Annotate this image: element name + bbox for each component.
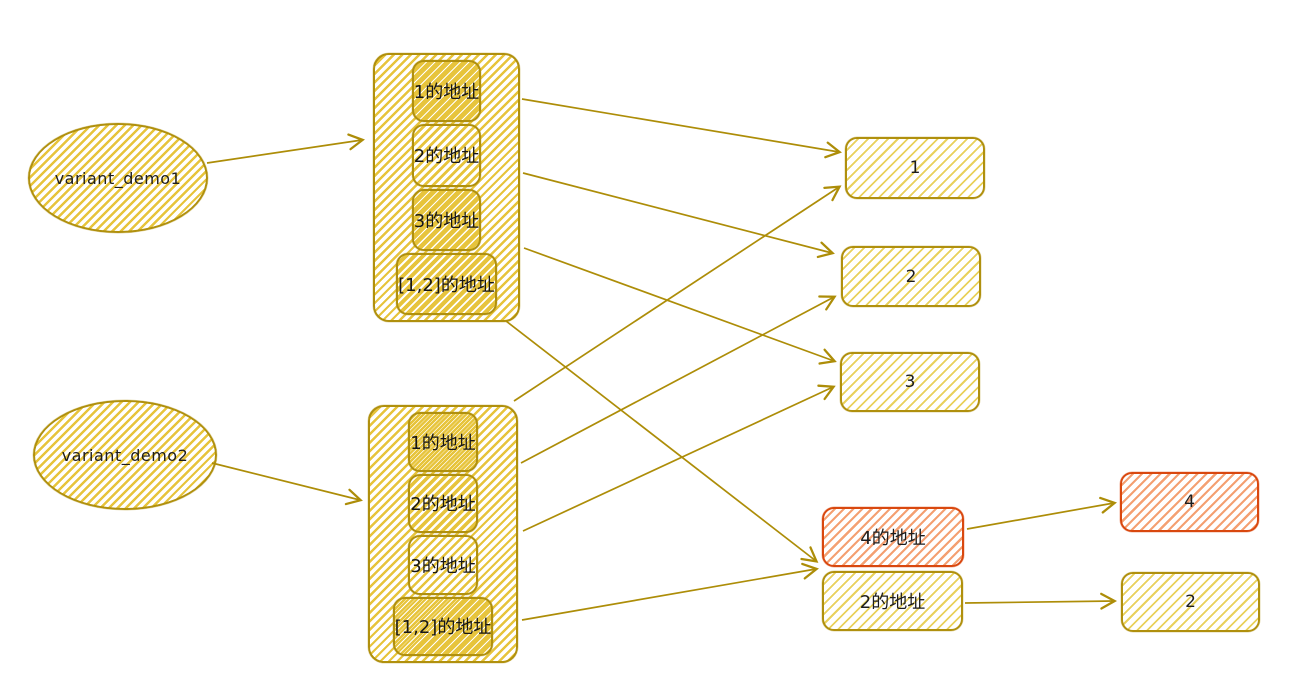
value-box-2b-label: 2	[1185, 592, 1196, 612]
ellipse-variant-demo1-label: variant_demo1	[54, 168, 182, 188]
stack2-row1-label: 1的地址	[410, 432, 476, 454]
value-box-2b[interactable]: 2	[1121, 572, 1260, 632]
value-box-1-label: 1	[909, 158, 921, 178]
stack1-row-addr-of-1[interactable]: 1的地址	[411, 60, 482, 123]
list-cell-addr-of-4-label: 4的地址	[860, 528, 926, 549]
stack1-row1-label: 1的地址	[413, 82, 480, 104]
list-cell-addr-of-2-label: 2的地址	[859, 592, 926, 613]
stack2-row-addr-of-1[interactable]: 1的地址	[408, 412, 478, 472]
ellipse-variant-demo2-label: variant_demo2	[61, 445, 189, 465]
stack2-row4-label: [1,2]的地址	[394, 617, 492, 639]
stack2-row-addr-of-3[interactable]: 3的地址	[408, 535, 478, 595]
arrow-variant-demo1-to-stack1[interactable]	[206, 133, 365, 164]
value-box-3-label: 3	[904, 372, 916, 392]
value-box-2-label: 2	[905, 266, 917, 287]
arrow-stack1-row3-to-value3[interactable]	[523, 247, 837, 365]
stack2-row2-label: 2的地址	[410, 494, 476, 516]
stack1[interactable]: 1的地址 2的地址 3的地址 [1,2]的地址	[373, 53, 520, 322]
arrow-stack2-row2-to-value2[interactable]	[520, 295, 837, 464]
value-box-4-label: 4	[1184, 492, 1195, 512]
value-box-2[interactable]: 2	[841, 246, 981, 307]
arrow-cell4addr-to-value4[interactable]	[966, 496, 1117, 530]
arrow-stack2-row4-to-list[interactable]	[521, 562, 819, 621]
arrow-stack1-row4-to-list[interactable]	[505, 320, 819, 563]
value-box-1[interactable]: 1	[845, 137, 985, 199]
stack1-row-addr-of-list[interactable]: [1,2]的地址	[396, 252, 497, 315]
arrow-variant-demo2-to-stack2[interactable]	[211, 462, 363, 506]
ellipse-variant-demo1[interactable]: variant_demo1	[28, 123, 208, 233]
stack1-row4-label: [1,2]的地址	[398, 274, 495, 296]
arrow-stack2-row3-to-value3[interactable]	[522, 384, 836, 532]
stack1-row2-label: 2的地址	[413, 146, 480, 168]
list-cell-addr-of-2[interactable]: 2的地址	[822, 571, 963, 631]
arrow-stack1-row2-to-value2[interactable]	[522, 172, 835, 259]
list-cell-addr-of-4[interactable]: 4的地址	[822, 507, 964, 567]
arrow-cell2addr-to-value2b[interactable]	[964, 592, 1118, 610]
stack2-row-addr-of-2[interactable]: 2的地址	[408, 473, 478, 533]
stack2-row-addr-of-list[interactable]: [1,2]的地址	[392, 596, 494, 656]
arrow-stack2-row1-to-value1[interactable]	[513, 185, 842, 402]
stack2[interactable]: 1的地址 2的地址 3的地址 [1,2]的地址	[368, 405, 518, 663]
stack1-row-addr-of-2[interactable]: 2的地址	[411, 124, 482, 187]
value-box-4[interactable]: 4	[1120, 472, 1259, 532]
value-box-3[interactable]: 3	[840, 352, 980, 412]
stack2-row3-label: 3的地址	[410, 555, 476, 577]
arrow-stack1-row1-to-value1[interactable]	[521, 98, 842, 159]
stack1-row3-label: 3的地址	[413, 210, 480, 232]
ellipse-variant-demo2[interactable]: variant_demo2	[33, 400, 217, 510]
stack1-row-addr-of-3[interactable]: 3的地址	[411, 188, 482, 251]
